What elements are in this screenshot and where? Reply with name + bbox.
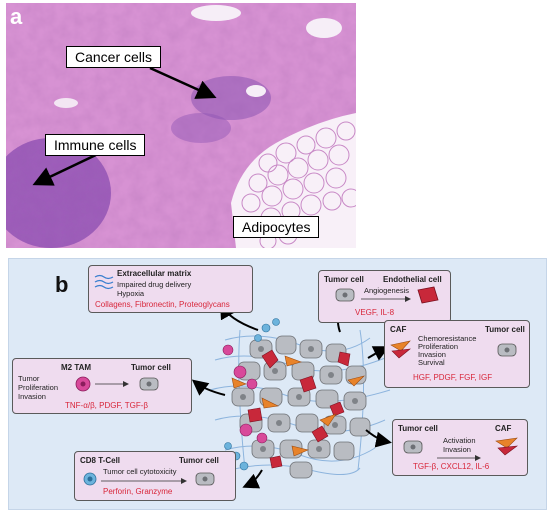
- panel-a-arrows: [32, 66, 217, 186]
- ecm-line-2: Hypoxia: [117, 289, 145, 298]
- tumor-cell-icon: [195, 472, 215, 486]
- angio-factors: VEGF, IL-8: [355, 308, 395, 317]
- tam-line-2: Proliferation: [18, 383, 59, 392]
- caf1-left-title: CAF: [390, 325, 407, 334]
- caf1-right-title: Tumor cell: [485, 325, 525, 334]
- caf1-factors: HGF, PDGF, FGF, IGF: [413, 373, 493, 382]
- ecm-factors: Collagens, Fibronectin, Proteoglycans: [95, 300, 230, 309]
- ecm-fiber-icon: [94, 274, 114, 290]
- caf1-line-2: Proliferation: [418, 342, 459, 351]
- tam-cells: [222, 344, 268, 444]
- cancer-cells-label: Cancer cells: [66, 46, 162, 68]
- caf1-line-3: Invasion: [418, 350, 446, 359]
- panel-b-letter: b: [55, 272, 69, 297]
- cd8-process: Tumor cell cytotoxicity: [103, 467, 177, 476]
- arrow-to-caf2: [365, 429, 392, 448]
- tam-line-3: Invasion: [18, 392, 46, 401]
- m2-tam-box: M2 TAM Tumor cell Tumor Proliferation In…: [12, 358, 192, 414]
- process-arrow: [95, 381, 129, 387]
- tumor-cell-icon: [335, 288, 355, 302]
- adipocytes-label: Adipocytes: [233, 216, 320, 238]
- caf2-line-1: Activation: [443, 436, 476, 445]
- tam-left-title: M2 TAM: [61, 363, 92, 372]
- histology-image: [6, 3, 356, 248]
- cd8-factors: Perforin, Granzyme: [103, 487, 173, 496]
- angiogenesis-box: Tumor cell Endothelial cell Angiogenesis…: [318, 270, 451, 323]
- cd8-tcell-box: CD8 T-Cell Tumor cell Tumor cell cytotox…: [74, 451, 236, 501]
- histology-tissue: [6, 3, 356, 248]
- tam-right-title: Tumor cell: [131, 363, 171, 372]
- angio-right-title: Endothelial cell: [383, 275, 442, 284]
- tumor-caf-box: Tumor cell CAF Activation Invasion TGF-β…: [392, 419, 528, 476]
- angio-process: Angiogenesis: [364, 286, 410, 295]
- caf1-line-4: Survival: [418, 358, 445, 367]
- ecm-box: Extracellular matrix Impaired drug deliv…: [88, 265, 253, 313]
- t-cell-icon: [83, 472, 97, 486]
- angio-left-title: Tumor cell: [324, 275, 364, 284]
- caf-icon: [495, 437, 519, 456]
- ecm-line-1: Impaired drug delivery: [117, 280, 192, 289]
- caf1-line-1: Chemoresistance: [418, 334, 477, 343]
- panel-a-letter: a: [10, 4, 23, 29]
- process-arrow: [437, 455, 481, 461]
- tumor-cell-icon: [497, 343, 517, 357]
- caf2-factors: TGF-β, CXCL12, IL-6: [413, 462, 490, 471]
- immune-cells-label: Immune cells: [45, 134, 146, 156]
- caf2-right-title: CAF: [495, 424, 512, 433]
- arrow-to-tam: [191, 379, 226, 396]
- caf-icon: [390, 340, 411, 359]
- endothelial-cells: [247, 349, 351, 469]
- process-arrow: [101, 478, 187, 484]
- tam-line-1: Tumor: [18, 374, 40, 383]
- macrophage-icon: [75, 376, 91, 392]
- tam-factors: TNF-α/β, PDGF, TGF-β: [65, 401, 149, 410]
- process-arrow: [361, 296, 411, 302]
- caf2-left-title: Tumor cell: [398, 424, 438, 433]
- arrow-to-cd8: [242, 469, 263, 489]
- cd8-left-title: CD8 T-Cell: [80, 456, 121, 465]
- caf-cells: [231, 355, 365, 457]
- tumor-cell-icon: [139, 377, 159, 391]
- tumor-cell-icon: [403, 440, 423, 454]
- ecm-title: Extracellular matrix: [117, 269, 192, 278]
- endothelial-cell-icon: [417, 286, 439, 304]
- caf2-line-2: Invasion: [443, 445, 471, 454]
- cd8-right-title: Tumor cell: [179, 456, 219, 465]
- caf-tumor-box: CAF Tumor cell Chemoresistance Prolifera…: [384, 320, 530, 388]
